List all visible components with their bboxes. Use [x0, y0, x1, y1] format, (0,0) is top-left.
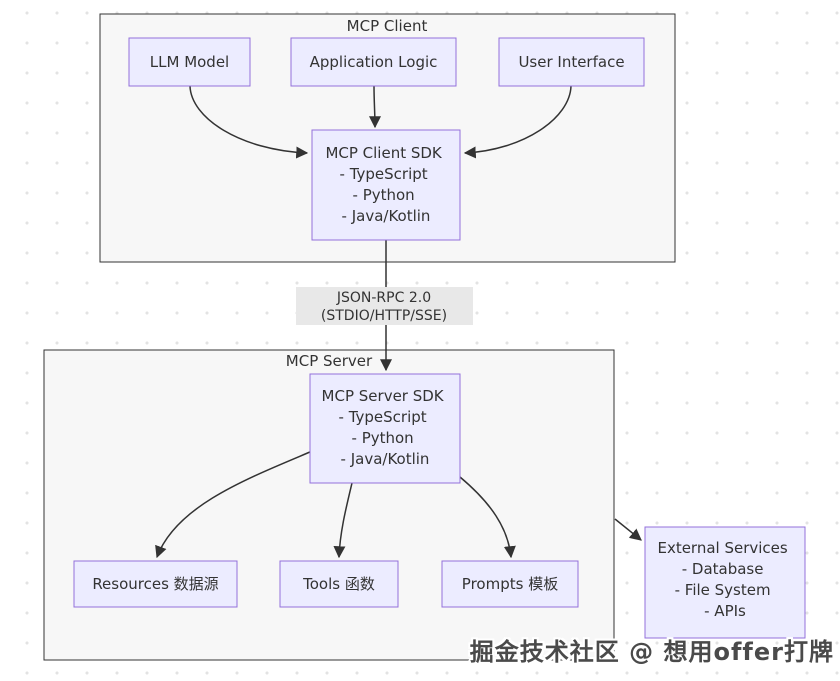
external-services-database: - Database — [682, 560, 764, 578]
node-resources-label: Resources 数据源 — [92, 575, 218, 593]
node-prompts-label: Prompts 模板 — [462, 575, 558, 593]
transport-channels-label: (STDIO/HTTP/SSE) — [321, 308, 447, 324]
node-application-logic-rect — [290, 37, 457, 87]
client-sdk-lang-typescript: - TypeScript — [340, 165, 428, 183]
client-sdk-title: MCP Client SDK — [325, 144, 442, 162]
node-resources-rect — [73, 560, 238, 608]
node-tools-rect — [279, 560, 399, 608]
edge-applogic-to-client-sdk — [368, 85, 381, 129]
node-user-interface: User Interface — [498, 37, 645, 87]
node-external-services-label: External Services - Database - File Syst… — [657, 539, 792, 620]
transport-edge-label-bg — [296, 287, 473, 325]
node-llm-model-label: LLM Model — [150, 53, 229, 71]
node-external-services: External Services - Database - File Syst… — [644, 526, 806, 639]
node-tools-label: Tools 函数 — [302, 575, 375, 593]
node-application-logic: Application Logic — [290, 37, 457, 87]
watermark: 掘金技术社区 @ 想用offer打牌 — [469, 638, 834, 666]
external-services-apis: - APIs — [704, 602, 746, 620]
external-services-file-system: - File System — [675, 581, 771, 599]
node-prompts-rect — [441, 560, 579, 608]
mcp-client-cluster-label: MCP Client — [347, 17, 428, 35]
node-external-services-rect — [644, 526, 806, 639]
server-sdk-lang-typescript: - TypeScript — [339, 408, 427, 426]
external-services-title: External Services — [657, 539, 787, 557]
client-sdk-lang-java-kotlin: - Java/Kotlin — [342, 207, 431, 225]
edge-server-to-external-services — [614, 518, 642, 541]
node-mcp-client-sdk-rect — [311, 129, 461, 241]
node-mcp-server-sdk-label: MCP Server SDK - TypeScript - Python - J… — [322, 387, 449, 468]
server-sdk-lang-java-kotlin: - Java/Kotlin — [341, 450, 430, 468]
server-sdk-lang-python: - Python — [352, 429, 414, 447]
transport-edge-label: JSON-RPC 2.0 (STDIO/HTTP/SSE) — [296, 287, 473, 325]
edge-server-sdk-to-resources — [155, 451, 311, 559]
node-mcp-client-sdk: MCP Client SDK - TypeScript - Python - J… — [311, 129, 461, 241]
node-tools: Tools 函数 — [279, 560, 399, 608]
edges — [155, 85, 642, 559]
node-user-interface-rect — [498, 37, 645, 87]
client-sdk-lang-python: - Python — [353, 186, 415, 204]
node-application-logic-label: Application Logic — [310, 53, 438, 71]
edge-server-sdk-to-prompts — [459, 476, 516, 559]
node-mcp-server-sdk: MCP Server SDK - TypeScript - Python - J… — [309, 373, 461, 484]
edge-ui-to-client-sdk — [463, 85, 572, 159]
transport-protocol-label: JSON-RPC 2.0 — [336, 290, 431, 306]
server-sdk-title: MCP Server SDK — [322, 387, 445, 405]
node-mcp-client-sdk-label: MCP Client SDK - TypeScript - Python - J… — [325, 144, 446, 225]
node-user-interface-label: User Interface — [518, 53, 624, 71]
node-resources: Resources 数据源 — [73, 560, 238, 608]
node-llm-model-rect — [128, 37, 251, 87]
edge-llm-to-client-sdk — [189, 85, 309, 159]
node-llm-model: LLM Model — [128, 37, 251, 87]
node-mcp-server-sdk-rect — [309, 373, 461, 484]
node-prompts: Prompts 模板 — [441, 560, 579, 608]
mcp-server-cluster-label: MCP Server — [286, 352, 373, 370]
edge-server-sdk-to-tools — [333, 482, 353, 559]
